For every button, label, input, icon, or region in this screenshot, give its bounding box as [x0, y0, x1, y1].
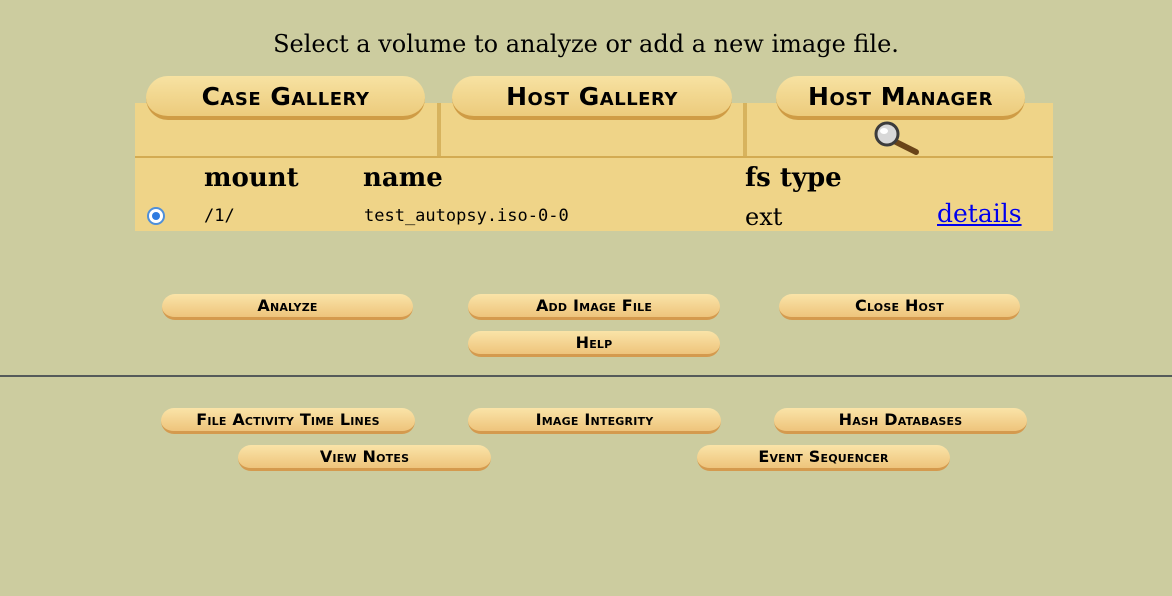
help-button[interactable]: Help: [468, 331, 720, 357]
tab-divider: [743, 103, 747, 156]
tab-case-gallery[interactable]: Case Gallery: [146, 76, 425, 120]
details-link[interactable]: details: [937, 199, 1022, 228]
volume-name: test_autopsy.iso-0-0: [364, 206, 569, 226]
volume-radio-button[interactable]: [147, 207, 165, 225]
volume-mount: /1/: [204, 206, 235, 226]
event-sequencer-button[interactable]: Event Sequencer: [697, 445, 950, 471]
tab-divider: [437, 103, 441, 156]
tab-host-manager[interactable]: Host Manager: [776, 76, 1025, 120]
volume-table: mount name fs type /1/ test_autopsy.iso-…: [135, 158, 1053, 231]
tab-bar: Case Gallery Host Gallery Host Manager: [135, 76, 1053, 159]
hash-databases-button[interactable]: Hash Databases: [774, 408, 1027, 434]
volume-fs-type: ext: [745, 203, 783, 231]
add-image-file-button[interactable]: Add Image File: [468, 294, 720, 320]
section-divider: [0, 375, 1172, 377]
file-activity-timelines-button[interactable]: File Activity Time Lines: [161, 408, 415, 434]
view-notes-button[interactable]: View Notes: [238, 445, 491, 471]
tab-host-gallery[interactable]: Host Gallery: [452, 76, 732, 120]
column-header-mount: mount: [204, 163, 299, 193]
column-header-fs-type: fs type: [745, 163, 842, 193]
column-header-name: name: [363, 163, 443, 193]
analyze-button[interactable]: Analyze: [162, 294, 413, 320]
magnifier-icon: [874, 121, 919, 155]
image-integrity-button[interactable]: Image Integrity: [468, 408, 721, 434]
close-host-button[interactable]: Close Host: [779, 294, 1020, 320]
instruction-text: Select a volume to analyze or add a new …: [273, 30, 899, 58]
